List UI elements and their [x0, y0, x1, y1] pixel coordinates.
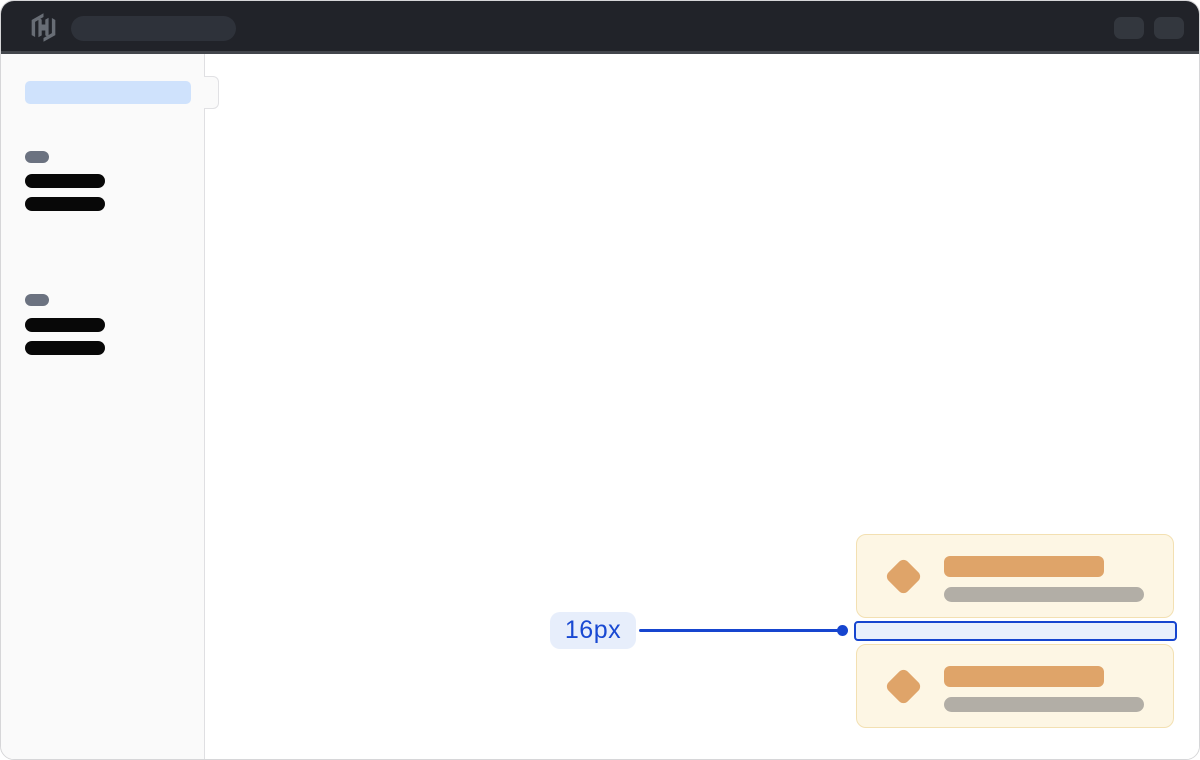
help-button-placeholder[interactable]	[1114, 17, 1144, 39]
spacing-annotation-label: 16px	[550, 612, 636, 649]
account-button-placeholder[interactable]	[1154, 17, 1184, 39]
sidebar-group1-item-skeleton[interactable]	[25, 197, 105, 211]
spacing-gap-highlight	[854, 621, 1177, 641]
diamond-icon	[884, 557, 923, 596]
sidebar-group2-label-skeleton	[25, 294, 49, 306]
sidebar-group2-item-skeleton[interactable]	[25, 318, 105, 332]
card-title-skeleton	[944, 666, 1104, 687]
diamond-icon	[884, 667, 923, 706]
card-subtitle-skeleton	[944, 697, 1144, 712]
list-card[interactable]	[856, 534, 1174, 618]
card-subtitle-skeleton	[944, 587, 1144, 602]
list-card[interactable]	[856, 644, 1174, 728]
spacing-annotation-dot	[837, 625, 848, 636]
sidebar	[1, 54, 205, 759]
sidebar-flyout-tab[interactable]	[204, 76, 219, 109]
spacing-annotation-line	[639, 629, 843, 632]
main-content	[206, 54, 1199, 759]
search-input-placeholder[interactable]	[71, 16, 236, 41]
sidebar-active-item-skeleton[interactable]	[25, 81, 191, 104]
top-nav-bar	[1, 1, 1199, 54]
sidebar-group1-item-skeleton[interactable]	[25, 174, 105, 188]
hashicorp-logo-icon[interactable]	[27, 11, 60, 44]
sidebar-group2-item-skeleton[interactable]	[25, 341, 105, 355]
sidebar-group1-label-skeleton	[25, 151, 49, 163]
card-title-skeleton	[944, 556, 1104, 577]
